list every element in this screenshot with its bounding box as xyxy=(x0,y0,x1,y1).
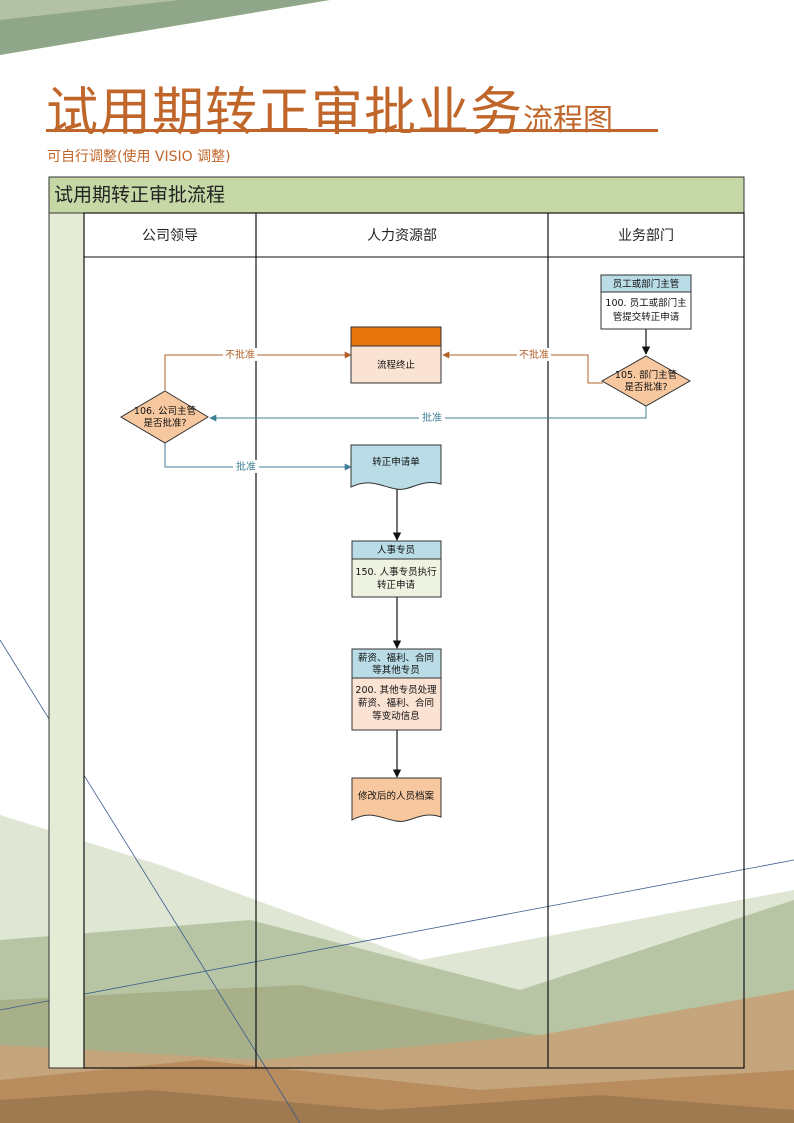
page-subtitle: 可自行调整(使用 VISIO 调整) xyxy=(47,149,231,165)
node-specialists[interactable]: 薪资、福利、合同 等其他专员 200. 其他专员处理 薪资、福利、合同 等变动信… xyxy=(351,648,442,731)
lane-label-business: 业务部门 xyxy=(618,228,674,244)
lane-side-strip xyxy=(48,212,85,1069)
node-archive-doc-text: 修改后的人员档案 xyxy=(358,790,435,802)
node-employee-submit[interactable]: 员工或部门主管 100. 员工或部门主 管提交转正申请 xyxy=(600,274,692,330)
node-leader-decision-shape xyxy=(120,390,209,444)
edge-label-dept-reject: 不批准 xyxy=(519,348,549,361)
lane-label-leader: 公司领导 xyxy=(142,228,198,244)
lane-label-hr: 人力资源部 xyxy=(367,228,437,244)
node-application-doc-text: 转正申请单 xyxy=(372,456,420,468)
node-dept-decision-line1: 105. 部门主管 xyxy=(615,369,677,381)
node-hr-staff-body-line2: 转正申请 xyxy=(377,579,416,591)
node-employee-body xyxy=(600,291,692,330)
node-leader-decision-line2: 是否批准? xyxy=(143,417,186,429)
node-dept-decision[interactable]: 105. 部门主管 是否批准? xyxy=(600,355,692,407)
node-archive-doc-shape xyxy=(351,777,442,822)
node-specialists-body-line2: 薪资、福利、合同 xyxy=(358,697,434,709)
node-dept-decision-shape xyxy=(600,355,692,407)
page-title: 试用期转正审批业务流程图 xyxy=(46,70,613,145)
node-application-doc[interactable]: 转正申请单 xyxy=(350,444,442,490)
node-leader-decision[interactable]: 106. 公司主管 是否批准? xyxy=(120,390,209,444)
label-bg-dept-reject xyxy=(517,348,551,361)
node-specialists-body-line3: 等变动信息 xyxy=(372,710,420,722)
node-leader-decision-line1: 106. 公司主管 xyxy=(134,405,196,417)
label-bg-leader-approve xyxy=(233,460,259,473)
edge-label-leader-approve: 批准 xyxy=(236,460,256,473)
node-terminate-top-bar xyxy=(350,326,442,347)
node-terminate[interactable]: 流程终止 xyxy=(350,326,442,384)
diagonal-line-2 xyxy=(0,859,794,1011)
node-employee-body-line1: 100. 员工或部门主 xyxy=(605,297,686,309)
pool-title: 试用期转正审批流程 xyxy=(54,184,225,206)
node-archive-doc[interactable]: 修改后的人员档案 xyxy=(351,777,442,822)
swimlane-pool: 试用期转正审批流程 公司领导 人力资源部 业务部门 xyxy=(48,176,745,1069)
edge-leader-reject xyxy=(164,351,352,390)
title-underline xyxy=(46,129,658,132)
node-specialists-header-line2: 等其他专员 xyxy=(372,664,420,676)
node-hr-staff-header-text: 人事专员 xyxy=(377,544,415,556)
bottom-dark-band xyxy=(0,1090,794,1123)
edge-label-leader-reject: 不批准 xyxy=(225,348,255,361)
node-terminate-text: 流程终止 xyxy=(377,359,416,371)
node-employee-body-line2: 管提交转正申请 xyxy=(613,311,680,323)
node-hr-staff[interactable]: 人事专员 150. 人事专员执行 转正申请 xyxy=(351,540,442,598)
top-left-green-wedge xyxy=(0,0,330,55)
connectors: 不批准 不批准 批准 批准 xyxy=(164,329,651,778)
top-left-light-wedge xyxy=(0,0,180,20)
label-bg-dept-approve xyxy=(419,411,445,424)
node-specialists-body xyxy=(351,677,442,731)
edge-dept-reject xyxy=(442,351,603,384)
page-title-suffix: 流程图 xyxy=(523,103,614,138)
label-bg-leader-reject xyxy=(223,348,257,361)
edge-dept-approve xyxy=(209,405,647,422)
edge-label-dept-approve: 批准 xyxy=(422,411,442,424)
node-specialists-header xyxy=(351,648,442,679)
node-terminate-body xyxy=(350,345,442,384)
node-hr-staff-body-line1: 150. 人事专员执行 xyxy=(355,566,437,578)
node-specialists-header-line1: 薪资、福利、合同 xyxy=(358,652,434,664)
page-title-main: 试用期转正审批业务 xyxy=(46,83,524,143)
edge-leader-approve xyxy=(164,443,352,471)
lanes-area xyxy=(83,212,745,1069)
node-application-doc-shape xyxy=(350,444,442,490)
node-specialists-body-line1: 200. 其他专员处理 xyxy=(355,684,437,696)
node-hr-staff-body xyxy=(351,558,442,598)
node-dept-decision-line2: 是否批准? xyxy=(624,381,667,393)
node-employee-header-text: 员工或部门主管 xyxy=(613,278,680,290)
